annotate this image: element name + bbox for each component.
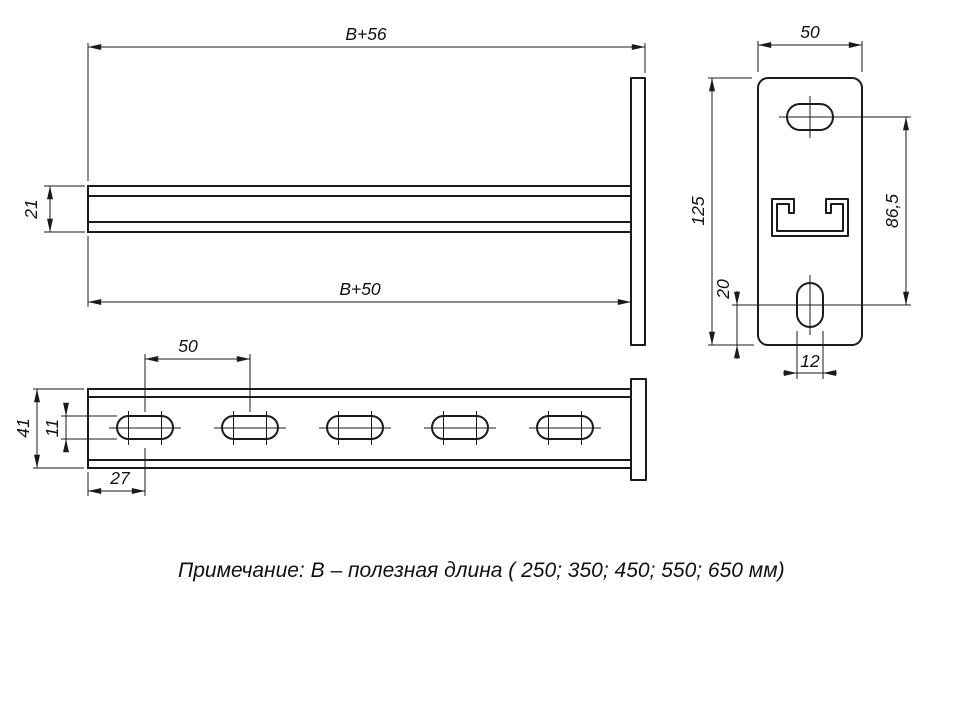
dim-hole-edge-offset-label: 20: [713, 279, 733, 300]
dim-plate-width-label: 50: [800, 22, 820, 42]
dim-slot-pitch-label: 50: [178, 336, 198, 356]
bracket-arm-outline: [87, 185, 632, 233]
dim-slot-height-group: 11: [42, 402, 117, 453]
bracket-arm-top: [87, 388, 632, 469]
front-view: 50 125 86,5 20 12: [688, 22, 911, 379]
slot-4: [424, 411, 496, 445]
wall-plate-side: [630, 77, 646, 346]
dim-first-slot-offset-group: 27: [87, 448, 146, 496]
dim-bracket-width-label: 41: [13, 418, 33, 437]
dim-plate-height-group: 125: [688, 77, 752, 346]
dim-first-slot-offset-label: 27: [109, 468, 131, 488]
dim-slot-width-label: 12: [800, 351, 820, 371]
wall-plate-edge: [630, 378, 647, 481]
dim-profile-height-group: 21: [21, 185, 85, 233]
dim-hole-spacing-group: 86,5: [882, 117, 909, 305]
slot-2: [214, 411, 286, 445]
slot-3: [319, 411, 391, 445]
dim-hole-spacing-label: 86,5: [882, 194, 902, 228]
side-view: B+56 21 B+50: [21, 24, 646, 346]
dim-plate-height-label: 125: [688, 196, 708, 225]
dim-useful-length-group: B+50: [87, 236, 631, 307]
plan-view: 50 41 11 27: [13, 336, 647, 496]
dim-plate-width-group: 50: [757, 22, 863, 72]
strut-profile-cutout: [771, 198, 849, 237]
wall-plate-front: [757, 77, 863, 346]
hole-centerlines: [732, 96, 911, 335]
dim-hole-edge-offset-group: 20: [713, 279, 754, 359]
dim-slot-pitch-group: 50: [144, 336, 251, 412]
slot-1: [109, 411, 181, 445]
dim-profile-height-label: 21: [21, 199, 41, 219]
dim-useful-length-label: B+50: [339, 279, 381, 299]
slot-5: [529, 411, 601, 445]
dim-overall-length-label: B+56: [345, 24, 387, 44]
dim-slot-height-label: 11: [42, 419, 62, 437]
dim-overall-length-group: B+56: [87, 24, 646, 181]
note-text: Примечание: В – полезная длина ( 250; 35…: [178, 559, 785, 582]
dim-slot-width-group: 12: [783, 331, 837, 379]
dim-bracket-width-group: 41: [13, 388, 84, 469]
